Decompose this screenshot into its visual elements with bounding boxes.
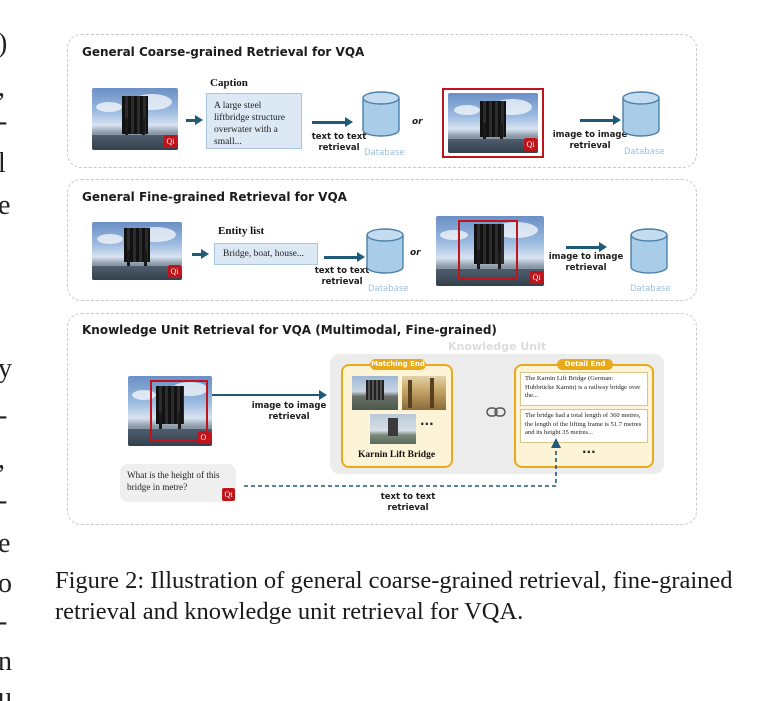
query-image: Qi (436, 216, 544, 286)
edge-text: l (0, 148, 6, 179)
database-label: Database (364, 148, 405, 158)
link-icon (486, 407, 506, 417)
database-icon (630, 228, 668, 274)
coarse-grained-panel: General Coarse-grained Retrieval for VQA… (67, 34, 697, 168)
edge-text: - (0, 108, 7, 136)
query-badge: Qi (164, 135, 177, 148)
query-badge: Qt (222, 488, 235, 501)
edge-text: ) (0, 30, 7, 58)
matching-photo-1 (352, 376, 398, 410)
highlight-box (442, 88, 544, 158)
detail-ellipsis: ... (582, 442, 596, 456)
edge-text: , (0, 446, 5, 474)
caption-heading: Caption (210, 77, 248, 89)
query-image: Qi (128, 376, 212, 446)
arrow-icon (212, 390, 327, 400)
panel-title: Knowledge Unit Retrieval for VQA (Multim… (82, 323, 497, 337)
detail-end-tab: Detail End (557, 359, 613, 370)
edge-text: e (0, 190, 11, 221)
arrow-icon (192, 249, 209, 259)
entity-list-heading: Entity list (218, 225, 265, 237)
query-badge: Qi (524, 138, 537, 151)
edge-text: o (0, 568, 12, 599)
database-label: Database (624, 147, 665, 157)
edge-text: e (0, 528, 11, 559)
image-to-image-label: image to image retrieval (548, 252, 624, 273)
arrow-icon (324, 252, 365, 262)
database-icon (622, 91, 660, 137)
arrow-icon (580, 115, 621, 125)
image-to-image-label: image to image retrieval (251, 401, 327, 422)
panel-title: General Coarse-grained Retrieval for VQA (82, 45, 365, 59)
left-column-edge: ) , - l e y - , - e o - n u (0, 0, 14, 701)
entity-list-box: Bridge, boat, house... (214, 243, 318, 265)
edge-text: - (0, 402, 7, 430)
query-image: Qi (448, 93, 538, 153)
database-label: Database (630, 284, 671, 294)
matching-entity-name: Karnin Lift Bridge (358, 450, 436, 460)
edge-text: , (0, 74, 5, 102)
arrow-icon (312, 117, 353, 127)
or-label: or (410, 248, 421, 258)
database-icon (362, 91, 400, 137)
database-label: Database (368, 284, 409, 294)
edge-text: - (0, 608, 7, 636)
matching-ellipsis: ... (420, 414, 434, 428)
detail-text-2: The bridge had a total length of 360 met… (520, 409, 648, 443)
region-highlight-box (150, 380, 208, 442)
text-to-text-label: text to text retrieval (314, 266, 370, 287)
query-image: Qi (92, 88, 178, 150)
knowledge-unit-label: Knowledge Unit (448, 340, 547, 353)
question-box: What is the height of this bridge in met… (120, 464, 236, 502)
arrow-icon (186, 115, 203, 125)
figure-caption: Figure 2: Illustration of general coarse… (55, 567, 733, 625)
text-to-text-label: text to text retrieval (311, 132, 367, 153)
query-image: Qi (92, 222, 182, 280)
matching-photo-3 (370, 414, 416, 444)
edge-text: - (0, 487, 7, 515)
knowledge-unit-panel: Knowledge Unit Retrieval for VQA (Multim… (67, 313, 697, 525)
database-icon (366, 228, 404, 274)
or-label: or (412, 117, 423, 127)
image-to-image-label: image to image retrieval (552, 130, 628, 151)
region-highlight-box (458, 220, 518, 280)
matching-photo-2 (402, 376, 446, 410)
caption-box: A large steel liftbridge structure overw… (206, 93, 302, 149)
arrow-icon (566, 242, 607, 252)
edge-text: n (0, 646, 12, 677)
fine-grained-panel: General Fine-grained Retrieval for VQA Q… (67, 179, 697, 301)
query-badge: Qi (168, 265, 181, 278)
detail-text-1: The Karnin Lift Bridge (German: Hubbrück… (520, 372, 648, 406)
matching-end-tab: Matching End (370, 359, 426, 370)
dashed-arrow-icon (244, 438, 561, 487)
query-badge: Qi (530, 271, 543, 284)
text-to-text-label: text to text retrieval (380, 492, 436, 513)
edge-text: u (0, 682, 12, 701)
panel-title: General Fine-grained Retrieval for VQA (82, 190, 347, 204)
edge-text: y (0, 353, 12, 384)
